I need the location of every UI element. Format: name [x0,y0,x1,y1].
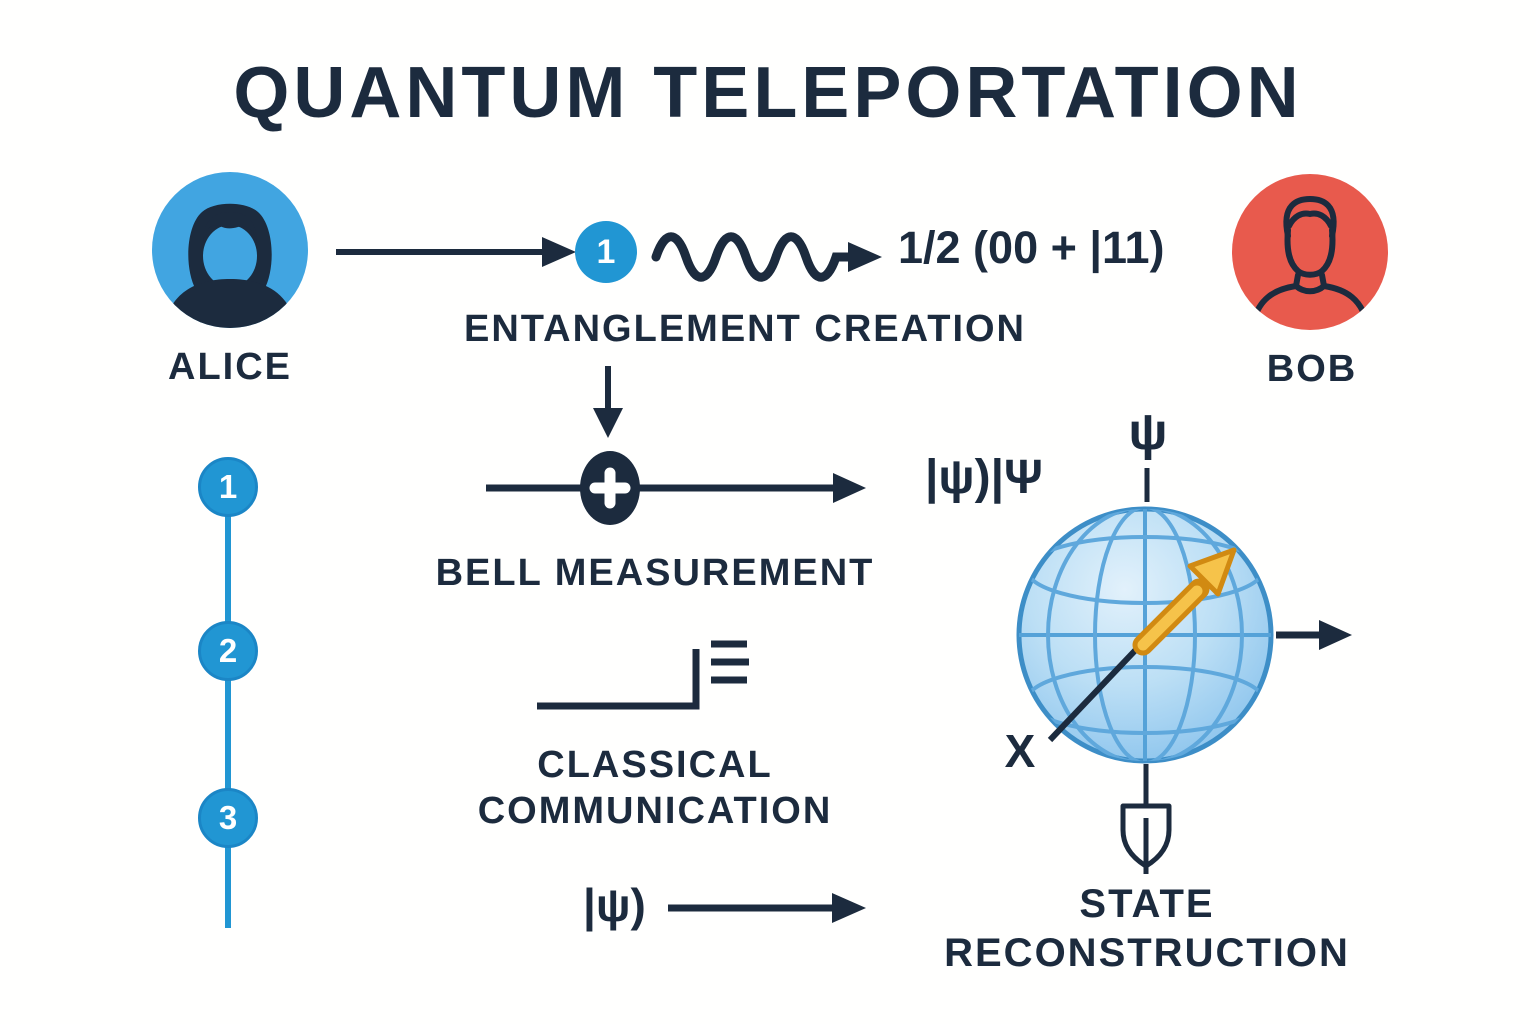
classical-signal-icon [537,640,749,710]
timeline-step-2: 2 [198,621,258,681]
state-reconstruction-line1: STATE [1079,882,1215,926]
shield-icon [1120,803,1172,874]
woman-silhouette-icon [164,203,296,328]
bell-measurement-label: BELL MEASUREMENT [435,552,875,594]
state-reconstruction-label: STATE RECONSTRUCTION [892,880,1402,978]
state-reconstruction-line2: RECONSTRUCTION [944,930,1350,975]
bloch-x-axis-line [1047,635,1150,743]
bloch-right-axis-arrow [1276,620,1352,650]
entangled-pair-formula: 1/2 (00 + |11) [898,222,1165,273]
classical-communication-line2: COMMUNICATION [477,790,833,833]
entanglement-to-bell-arrow [593,366,623,438]
reconstruction-input-arrow [668,893,866,923]
bob-avatar [1232,174,1388,330]
entanglement-creation-label: ENTANGLEMENT CREATION [463,308,1026,350]
page-title: QUANTUM TELEPORTATION [233,53,1303,133]
photon-wave-arrow-icon [651,232,882,282]
alice-to-entanglement-arrow [336,237,576,267]
man-outline-icon [1249,195,1371,330]
entanglement-step-badge: 1 [575,221,637,283]
state-vector-arrow-icon [1132,547,1237,656]
classical-communication-label: CLASSICAL COMMUNICATION [430,742,880,835]
bloch-top-axis-label: ψ [1128,403,1168,461]
bloch-sphere [1016,468,1352,874]
reconstruction-input-state: |ψ) [583,879,646,931]
timeline-step-1: 1 [198,457,258,517]
alice-avatar [152,172,308,328]
bell-output-state: |ψ)|Ψ [925,451,1043,504]
bell-combiner-node [580,451,640,525]
bloch-x-axis-label: X [1004,725,1036,777]
classical-communication-line1: CLASSICAL [537,744,773,786]
timeline-step-3: 3 [198,788,258,848]
bell-measurement-arrow [486,473,866,503]
bob-label: BOB [1266,348,1358,390]
plus-icon [589,467,631,509]
alice-label: ALICE [168,346,292,388]
